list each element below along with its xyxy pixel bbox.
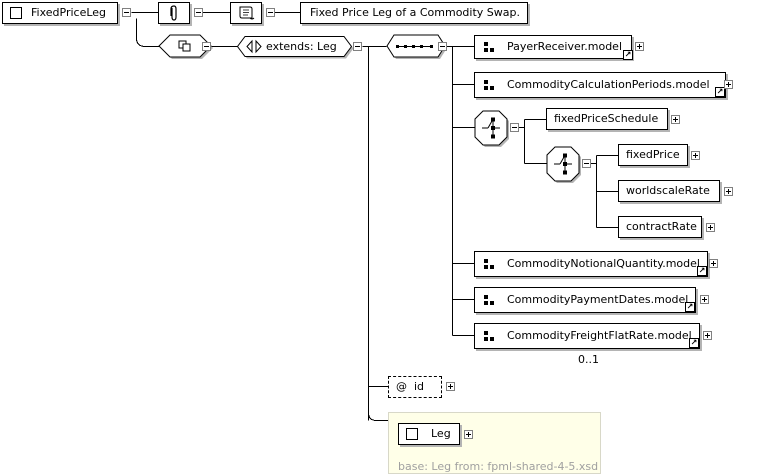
annotation-text-box: Fixed Price Leg of a Commodity Swap. [300, 2, 528, 24]
scroll-icon [239, 6, 255, 20]
extension-shape[interactable] [236, 36, 354, 59]
reference-arrow-icon: ↗ [715, 87, 725, 97]
base-type-leg-box[interactable]: Leg [398, 423, 460, 445]
worldscale-rate-expand-toggle[interactable] [724, 187, 733, 196]
choice-icon [482, 117, 500, 139]
reference-arrow-icon: ↗ [685, 302, 695, 312]
choice-icon [554, 153, 572, 175]
model-group-icon [484, 259, 495, 270]
occurrence-label: 0..1 [578, 353, 599, 366]
freight-flat-rate-label: CommodityFreightFlatRate.model [507, 329, 692, 342]
choice-collapse-toggle[interactable] [510, 123, 519, 132]
complex-content-collapse-toggle[interactable] [202, 42, 211, 51]
element-fixed-price[interactable]: fixedPrice [618, 144, 688, 166]
documentation-collapse-toggle[interactable] [266, 8, 275, 17]
element-worldscale-rate[interactable]: worldscaleRate [618, 180, 720, 202]
annotation-collapse-toggle[interactable] [194, 8, 203, 17]
calculation-periods-label: CommodityCalculationPeriods.model [507, 78, 710, 91]
complex-content-octagon[interactable] [158, 34, 214, 60]
payer-receiver-expand-toggle[interactable] [635, 42, 644, 51]
group-ref-payer-receiver[interactable]: PayerReceiver.model ↗ [474, 35, 633, 60]
extension-label: extends: Leg [266, 40, 337, 53]
extension-icon [246, 39, 262, 54]
fixed-price-label: fixedPrice [626, 148, 680, 161]
root-collapse-toggle[interactable] [122, 8, 131, 17]
annotation-box[interactable] [158, 2, 190, 24]
reference-arrow-icon: ↗ [689, 338, 699, 348]
freight-flat-rate-expand-toggle[interactable] [703, 331, 712, 340]
group-ref-freight-flat-rate[interactable]: CommodityFreightFlatRate.model ↗ [474, 323, 700, 349]
paperclip-icon [170, 5, 177, 21]
attribute-id-expand-toggle[interactable] [446, 382, 455, 391]
base-type-footer: base: Leg from: fpml-shared-4-5.xsd [398, 460, 599, 473]
fixed-price-schedule-label: fixedPriceSchedule [554, 112, 659, 125]
sequence-icon [396, 45, 433, 48]
extension-collapse-toggle[interactable] [353, 42, 362, 51]
fixed-price-schedule-expand-toggle[interactable] [671, 115, 680, 124]
payment-dates-label: CommodityPaymentDates.model [507, 293, 689, 306]
attribute-id-label: id [414, 380, 425, 393]
choice-compositor[interactable] [474, 110, 509, 147]
notional-quantity-label: CommodityNotionalQuantity.model [507, 257, 700, 270]
element-icon [10, 7, 22, 19]
attribute-id-box[interactable]: @ id [388, 376, 442, 398]
contract-rate-label: contractRate [626, 220, 697, 233]
group-ref-payment-dates[interactable]: CommodityPaymentDates.model ↗ [474, 287, 696, 313]
model-group-icon [484, 295, 495, 306]
element-contract-rate[interactable]: contractRate [618, 216, 702, 238]
base-type-panel: Leg base: Leg from: fpml-shared-4-5.xsd [388, 412, 601, 474]
model-group-icon [484, 331, 495, 342]
notional-quantity-expand-toggle[interactable] [709, 259, 718, 268]
documentation-box[interactable] [230, 2, 262, 24]
sequence-compositor[interactable] [386, 34, 447, 59]
group-ref-notional-quantity[interactable]: CommodityNotionalQuantity.model ↗ [474, 251, 708, 277]
model-group-icon [484, 42, 495, 53]
base-type-expand-toggle[interactable] [464, 430, 473, 439]
element-fixed-price-schedule[interactable]: fixedPriceSchedule [546, 108, 668, 130]
worldscale-rate-label: worldscaleRate [626, 184, 710, 197]
fixed-price-expand-toggle[interactable] [691, 151, 700, 160]
root-element-label: FixedPriceLeg [31, 6, 107, 19]
payment-dates-expand-toggle[interactable] [700, 295, 709, 304]
annotation-text: Fixed Price Leg of a Commodity Swap. [310, 6, 520, 19]
base-type-label: Leg [431, 427, 451, 440]
reference-arrow-icon: ↗ [623, 50, 633, 60]
group-ref-calculation-periods[interactable]: CommodityCalculationPeriods.model ↗ [474, 72, 726, 98]
attribute-icon: @ [396, 380, 407, 393]
calculation-periods-expand-toggle[interactable] [724, 80, 733, 89]
root-element-box[interactable]: FixedPriceLeg [2, 2, 118, 24]
model-group-icon [484, 80, 495, 91]
sequence-collapse-toggle[interactable] [438, 42, 447, 51]
nested-choice-compositor[interactable] [546, 146, 581, 183]
nested-choice-collapse-toggle[interactable] [582, 159, 591, 168]
element-icon [406, 428, 418, 440]
payer-receiver-label: PayerReceiver.model [507, 40, 623, 53]
reference-arrow-icon: ↗ [697, 266, 707, 276]
contract-rate-expand-toggle[interactable] [706, 223, 715, 232]
